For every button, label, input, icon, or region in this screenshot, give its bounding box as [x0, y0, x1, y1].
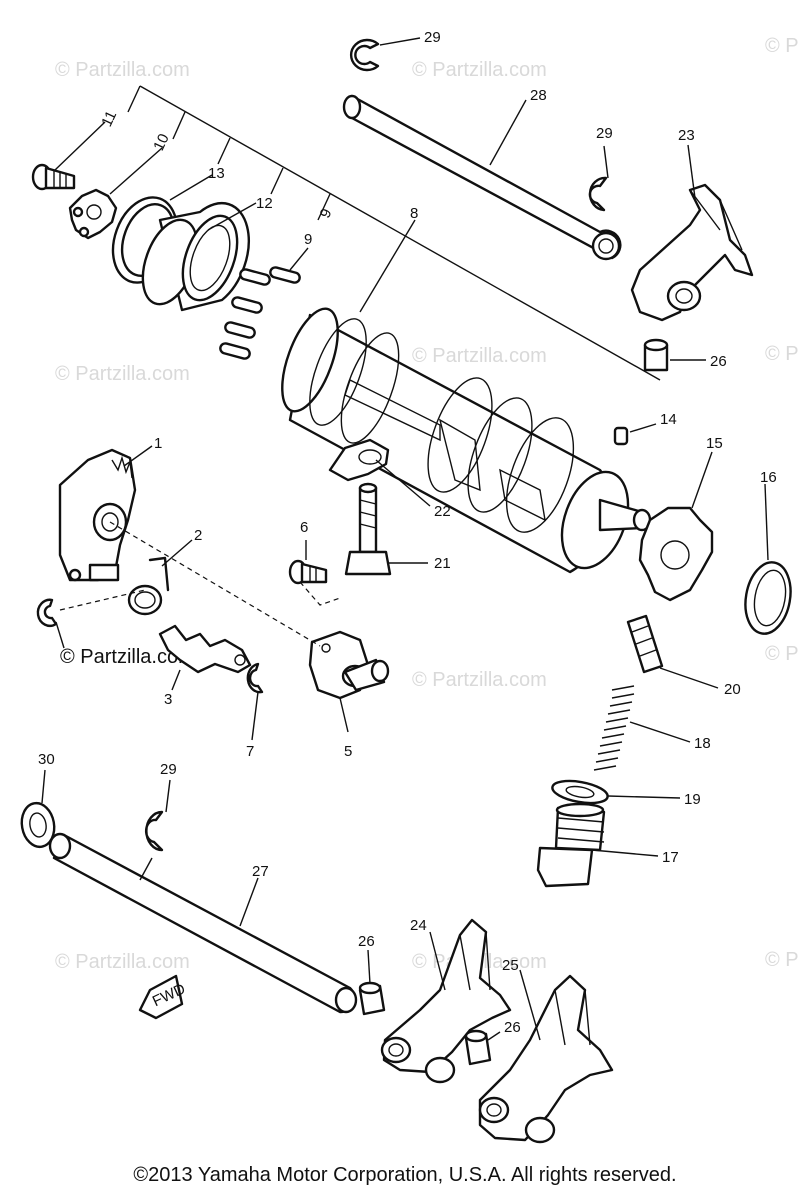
callout-8: 8 [410, 205, 418, 222]
assembly-bracket [127, 85, 661, 381]
lock-washer [328, 438, 431, 507]
callout-labels: 11 10 13 12 9 9 8 29 28 29 23 26 14 15 1… [38, 29, 777, 1036]
watermark: © P [765, 343, 799, 365]
guide-pin-lower-right [464, 1029, 501, 1066]
callout-16: 16 [760, 469, 777, 486]
callout-21: 21 [434, 555, 451, 572]
gasket-washer [551, 779, 681, 805]
forward-direction-arrow: FWD [138, 974, 188, 1020]
compression-spring [593, 685, 691, 771]
callout-3: 3 [164, 691, 172, 708]
callout-22: 22 [434, 503, 451, 520]
callout-26-right: 26 [710, 353, 727, 370]
stopper-bolt [344, 482, 428, 576]
callout-27: 27 [252, 863, 269, 880]
copyright-notice: ©2013 Yamaha Motor Corporation, U.S.A. A… [133, 1164, 677, 1186]
circlip-lower [144, 779, 171, 852]
threaded-plug [536, 802, 659, 888]
callout-11: 11 [98, 108, 120, 129]
circlip-right [588, 145, 609, 212]
circlip-7 [246, 662, 264, 741]
watermark: © P [765, 949, 799, 971]
callout-14: 14 [660, 411, 677, 428]
callout-29-lower: 29 [160, 761, 177, 778]
watermark: © Partzilla.com [412, 669, 547, 691]
callout-12: 12 [256, 195, 273, 212]
guide-pin-lower-left [358, 949, 386, 1016]
callout-13: 13 [208, 165, 225, 182]
watermark: © Partzilla.com [55, 951, 190, 973]
shift-fork-lower-24 [380, 918, 512, 1084]
shift-cam-drum [281, 219, 652, 574]
shift-drum-segment [638, 451, 714, 602]
callout-24: 24 [410, 917, 427, 934]
watermark: © Partzilla.com [55, 59, 190, 81]
watermark-prominent: © Partzilla.com [60, 646, 195, 668]
stopper-lever [58, 445, 153, 582]
watermark: © Partzilla.com [412, 345, 547, 367]
cam-stopper-plate [68, 147, 163, 240]
callout-23: 23 [678, 127, 695, 144]
shift-fork-shaft-lower [48, 832, 358, 1014]
callout-10: 10 [150, 131, 172, 153]
callout-19: 19 [684, 791, 701, 808]
thrust-washer [20, 769, 56, 849]
shaft-stopper [308, 630, 390, 733]
callout-25: 25 [502, 957, 519, 974]
screw-6 [288, 540, 328, 585]
shift-fork-upper [630, 144, 754, 322]
callout-6: 6 [300, 519, 308, 536]
torsion-spring [127, 539, 193, 616]
watermark: © Partzilla.com [412, 59, 547, 81]
callout-1: 1 [154, 435, 162, 452]
plunger [626, 614, 719, 689]
callout-28: 28 [530, 87, 547, 104]
watermark: © P [765, 643, 799, 665]
guide-pin-right [643, 338, 706, 372]
callout-9-pins: 9 [304, 231, 312, 248]
callout-29-top: 29 [424, 29, 441, 46]
circlip-left [36, 598, 65, 649]
callout-26-lower-left: 26 [358, 933, 375, 950]
callout-29-right: 29 [596, 125, 613, 142]
watermark: © Partzilla.com [55, 363, 190, 385]
callout-18: 18 [694, 735, 711, 752]
watermarks: © Partzilla.com © Partzilla.com © P © Pa… [55, 35, 799, 973]
circlip-16 [744, 483, 792, 635]
callout-30: 30 [38, 751, 55, 768]
stopper-plate [158, 624, 252, 691]
assembly-lines [59, 521, 341, 647]
shift-fork-lower-25 [478, 969, 614, 1144]
callout-17: 17 [662, 849, 679, 866]
dowel-pin-14 [613, 423, 657, 446]
callout-2: 2 [194, 527, 202, 544]
callout-20: 20 [724, 681, 741, 698]
callout-15: 15 [706, 435, 723, 452]
callout-7: 7 [246, 743, 254, 760]
screw-11 [31, 121, 106, 191]
cam-pins [219, 247, 309, 360]
watermark: © P [765, 35, 799, 57]
needle-bearing [141, 201, 257, 312]
shift-fork-shaft-upper [342, 94, 622, 261]
callout-26-lower-right: 26 [504, 1019, 521, 1036]
callout-5: 5 [344, 743, 352, 760]
circlip-top [350, 37, 421, 72]
